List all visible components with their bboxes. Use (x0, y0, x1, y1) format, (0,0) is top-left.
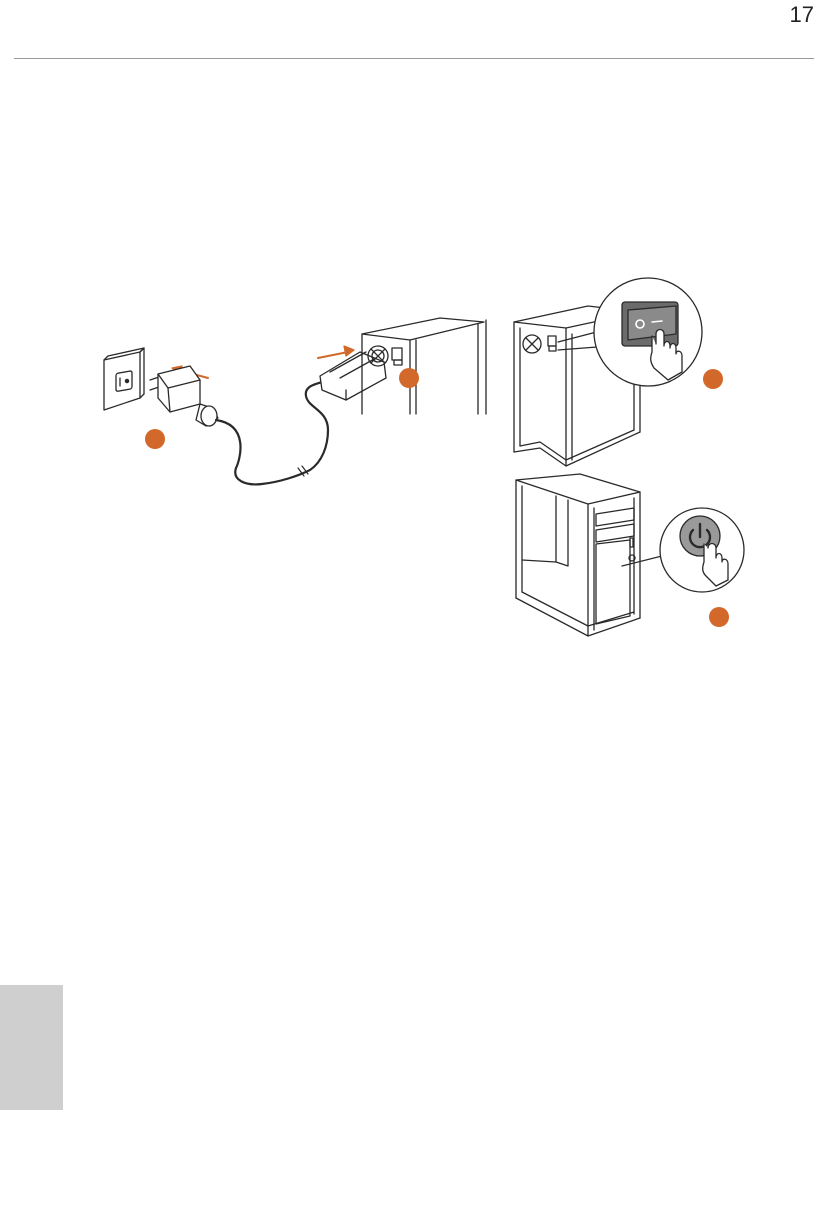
wall-outlet-icon (104, 348, 144, 410)
step-1-marker (145, 429, 165, 449)
step-4-marker (709, 607, 729, 627)
iec-connector-icon (320, 352, 386, 400)
computer-case-front-icon (516, 474, 662, 636)
psu-switch-icon (594, 278, 702, 386)
computer-case-rear-icon (362, 318, 486, 414)
step-2-marker (399, 368, 419, 388)
power-button-icon (660, 508, 744, 592)
power-plug-icon (150, 366, 218, 426)
power-cable-icon (216, 382, 328, 484)
insert-arrow-psu-icon (318, 346, 354, 358)
step-3-marker (703, 369, 723, 389)
